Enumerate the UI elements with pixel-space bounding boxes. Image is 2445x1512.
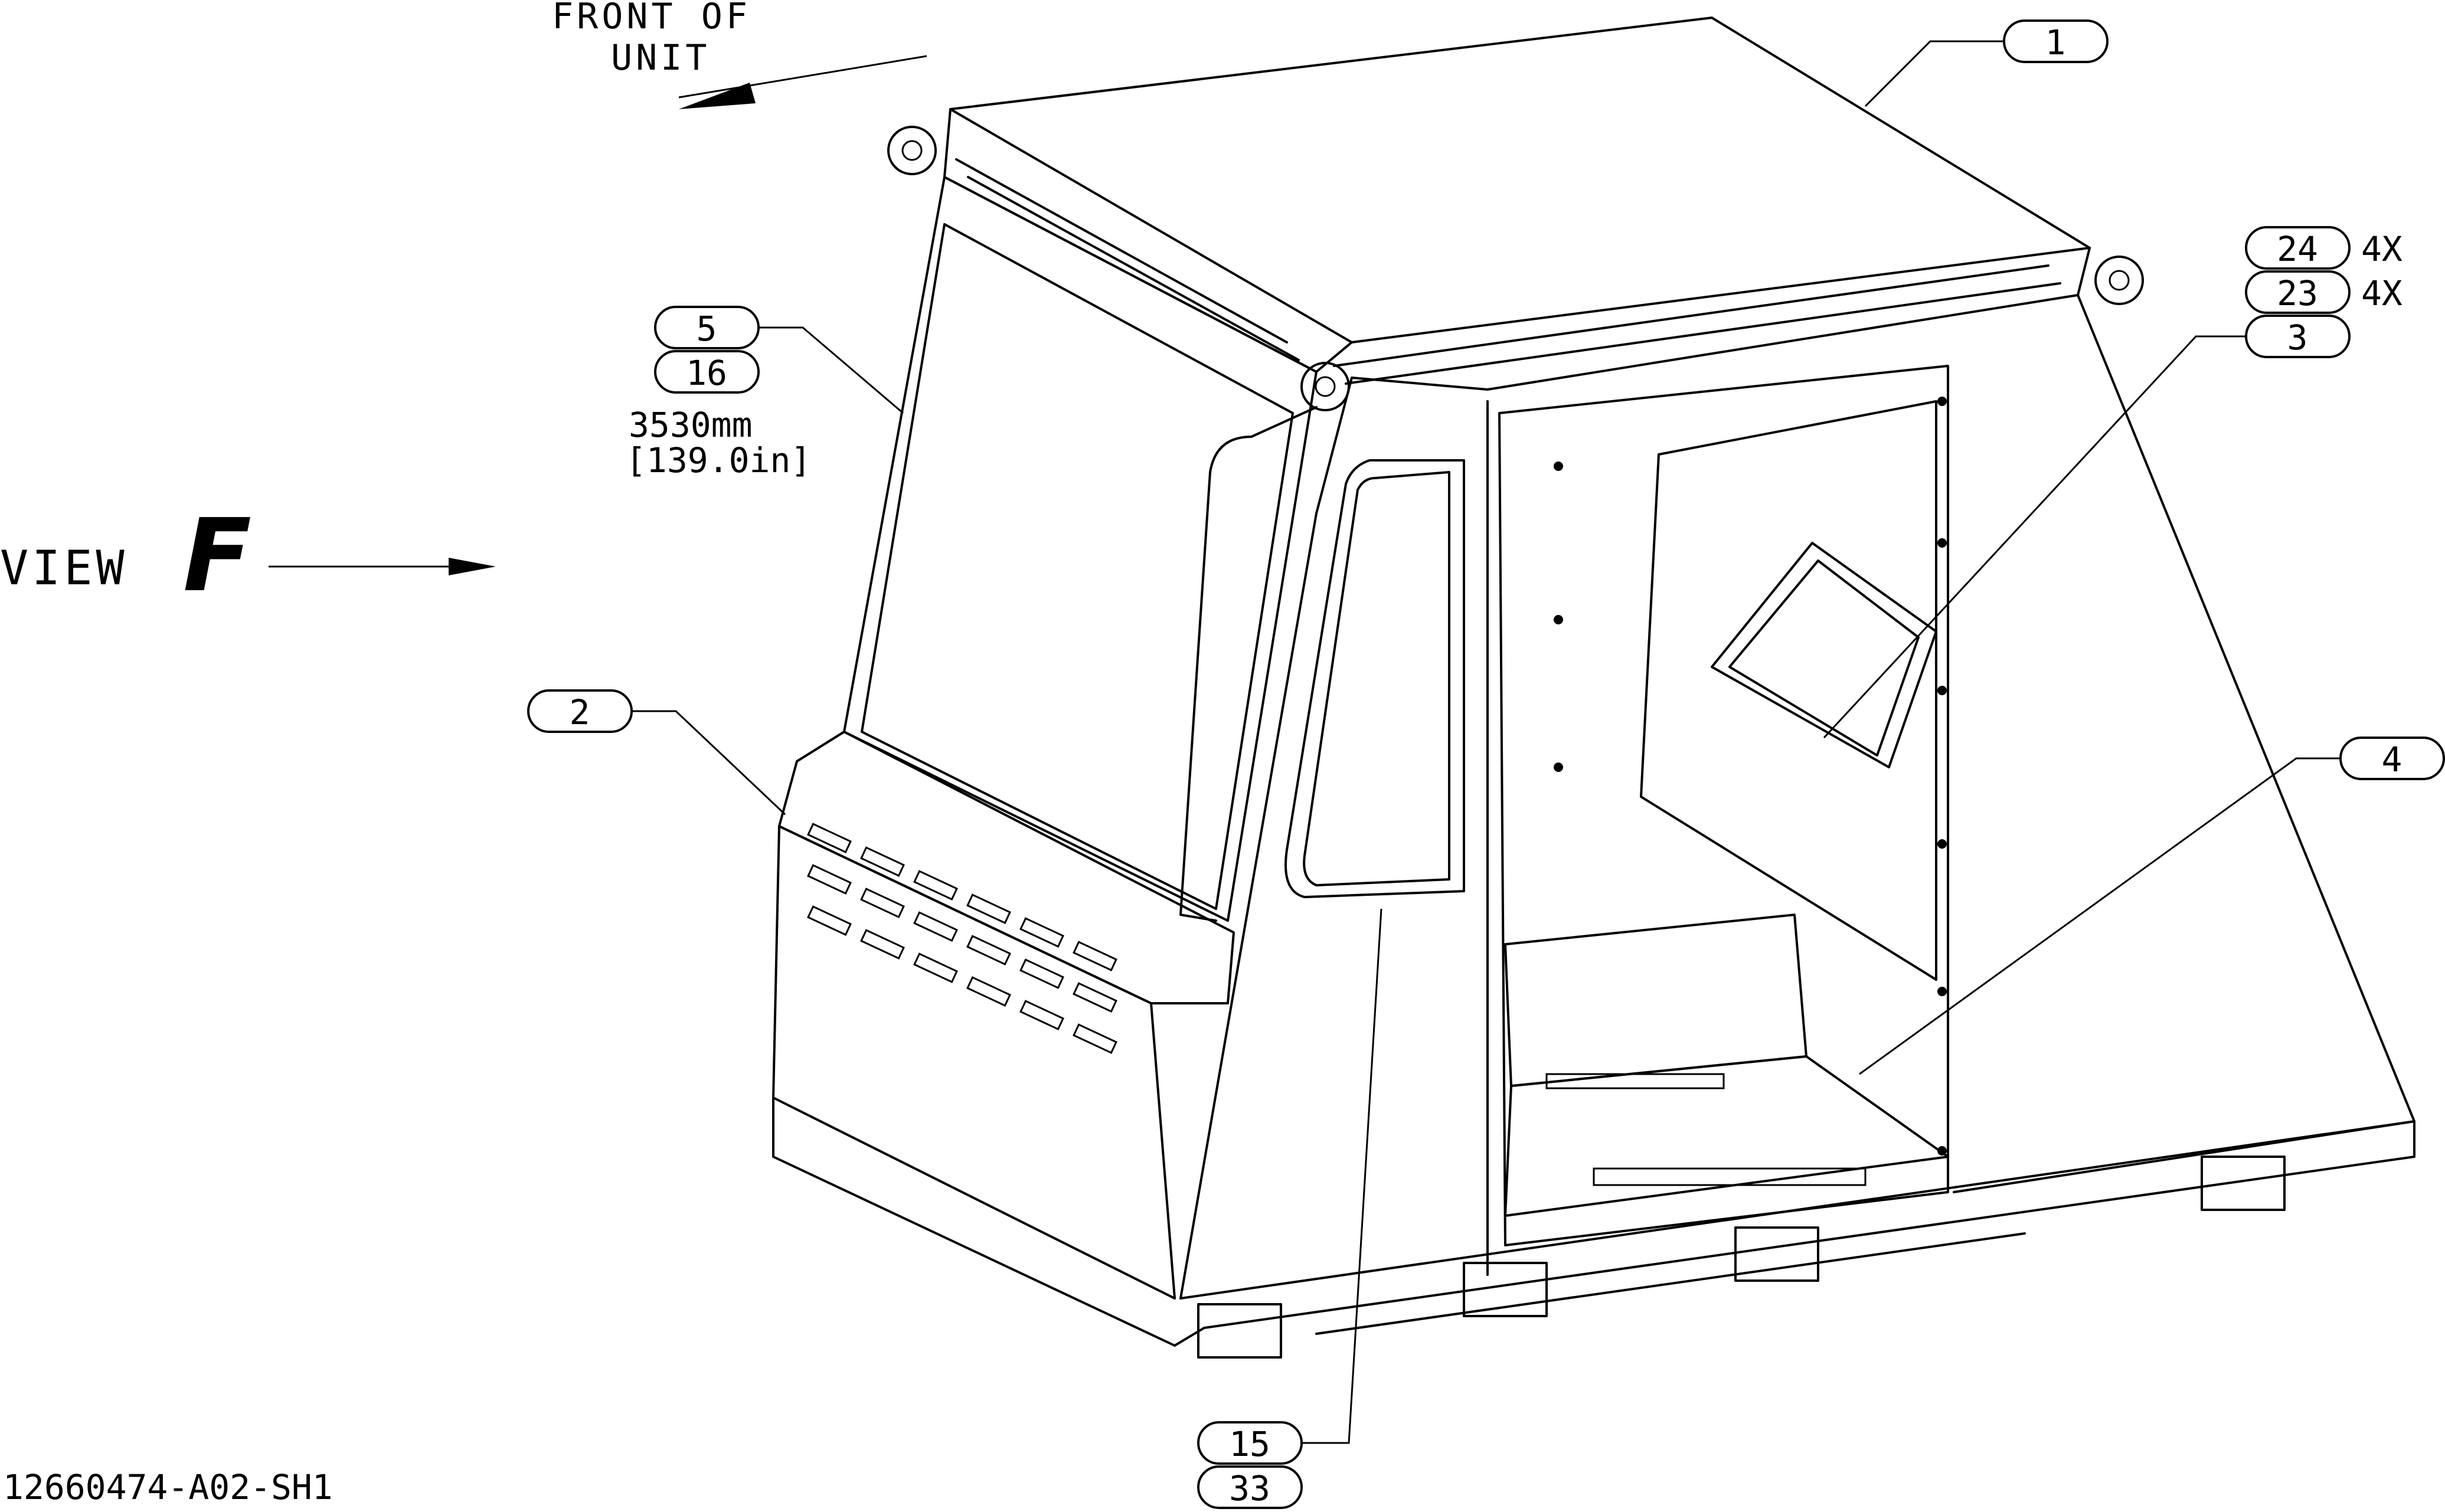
dimension-mm: 3530mm bbox=[629, 405, 753, 445]
front-of-unit-line2: UNIT bbox=[611, 37, 711, 78]
svg-text:5: 5 bbox=[697, 309, 717, 349]
svg-text:16: 16 bbox=[686, 353, 727, 393]
balloon-1: 1 bbox=[1864, 19, 2109, 107]
arrow-right-icon bbox=[449, 558, 496, 575]
balloon-4: 4 bbox=[1859, 737, 2445, 1075]
cab-outline bbox=[772, 17, 2415, 1359]
balloon-33: 33 bbox=[1197, 1465, 1303, 1509]
balloon-16: 16 bbox=[654, 350, 760, 394]
dimension-note: 3530mm [139.0in] bbox=[626, 405, 811, 480]
dimension-in: [139.0in] bbox=[626, 440, 811, 480]
view-word: VIEW bbox=[0, 541, 128, 595]
view-f-label: VIEW F bbox=[0, 498, 496, 614]
balloon-23: 23 4X bbox=[2245, 270, 2402, 314]
svg-text:33: 33 bbox=[1229, 1468, 1270, 1508]
arrow-left-icon bbox=[679, 83, 756, 109]
front-of-unit-note: FRONT OF UNIT bbox=[552, 0, 927, 109]
front-of-unit-line1: FRONT OF bbox=[552, 0, 751, 37]
qty-24: 4X bbox=[2361, 229, 2402, 269]
svg-text:15: 15 bbox=[1229, 1424, 1270, 1464]
svg-text:3: 3 bbox=[2287, 318, 2308, 358]
balloon-5: 5 bbox=[654, 306, 904, 414]
balloon-24: 24 4X bbox=[2245, 226, 2402, 270]
svg-text:23: 23 bbox=[2277, 273, 2318, 313]
balloon-2: 2 bbox=[527, 689, 786, 816]
louvre-slots bbox=[807, 823, 1117, 1054]
drawing-number: 12660474-A02-SH1 bbox=[3, 1467, 333, 1507]
svg-text:4: 4 bbox=[2382, 739, 2402, 780]
balloon-15: 15 bbox=[1197, 908, 1382, 1465]
svg-text:2: 2 bbox=[570, 692, 590, 732]
qty-23: 4X bbox=[2361, 273, 2402, 313]
svg-text:1: 1 bbox=[2045, 22, 2066, 63]
view-letter: F bbox=[183, 498, 251, 614]
svg-text:24: 24 bbox=[2277, 229, 2318, 269]
balloon-3: 3 bbox=[1823, 315, 2351, 739]
